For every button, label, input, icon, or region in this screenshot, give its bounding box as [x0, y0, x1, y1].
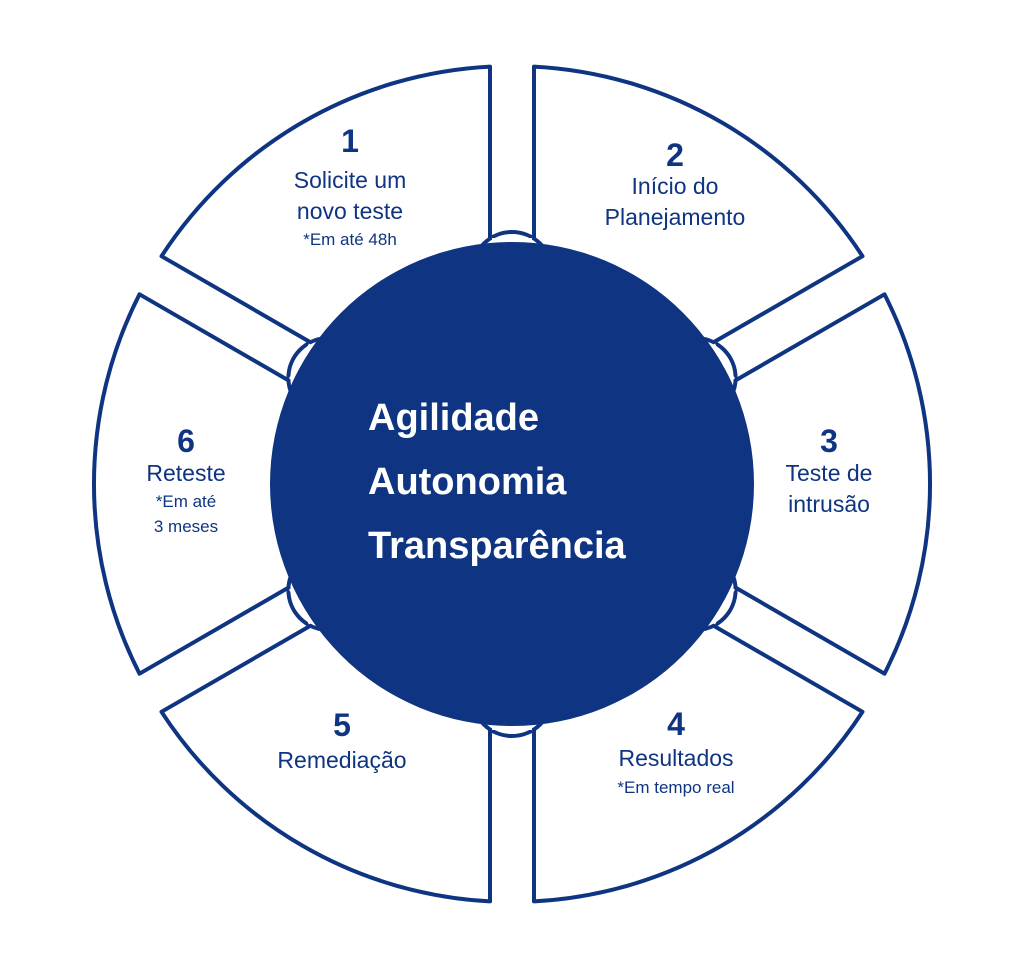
center-line-2: Autonomia [368, 461, 567, 503]
step-5[interactable]: 5 Remediação [277, 707, 406, 773]
center-line-3: Transparência [368, 525, 627, 567]
step-label: Reteste [146, 460, 225, 486]
step-label: Teste de [786, 460, 873, 486]
center-line-1: Agilidade [368, 397, 539, 439]
step-label: intrusão [788, 491, 870, 517]
step-number: 5 [333, 707, 351, 743]
step-6[interactable]: 6 Reteste *Em até 3 meses [146, 423, 225, 536]
step-number: 3 [820, 423, 838, 459]
center-text: Agilidade Autonomia Transparência [368, 397, 627, 567]
step-labels: 1 Solicite um novo teste *Em até 48h 2 I… [146, 123, 872, 797]
step-number: 1 [341, 123, 359, 159]
step-label: Início do [632, 173, 719, 199]
step-label: Resultados [618, 745, 733, 771]
step-1[interactable]: 1 Solicite um novo teste *Em até 48h [294, 123, 406, 249]
step-label: Solicite um [294, 167, 406, 193]
step-note: *Em tempo real [617, 778, 734, 797]
step-note: *Em até [156, 492, 216, 511]
center-hub [270, 242, 754, 726]
step-label: Planejamento [605, 204, 746, 230]
step-label: Remediação [277, 747, 406, 773]
step-4[interactable]: 4 Resultados *Em tempo real [617, 706, 734, 797]
step-note: *Em até 48h [303, 230, 397, 249]
step-note: 3 meses [154, 517, 218, 536]
step-3[interactable]: 3 Teste de intrusão [786, 423, 873, 517]
step-number: 2 [666, 137, 684, 173]
step-number: 6 [177, 423, 195, 459]
step-label: novo teste [297, 198, 403, 224]
step-2[interactable]: 2 Início do Planejamento [605, 137, 746, 230]
step-number: 4 [667, 706, 685, 742]
